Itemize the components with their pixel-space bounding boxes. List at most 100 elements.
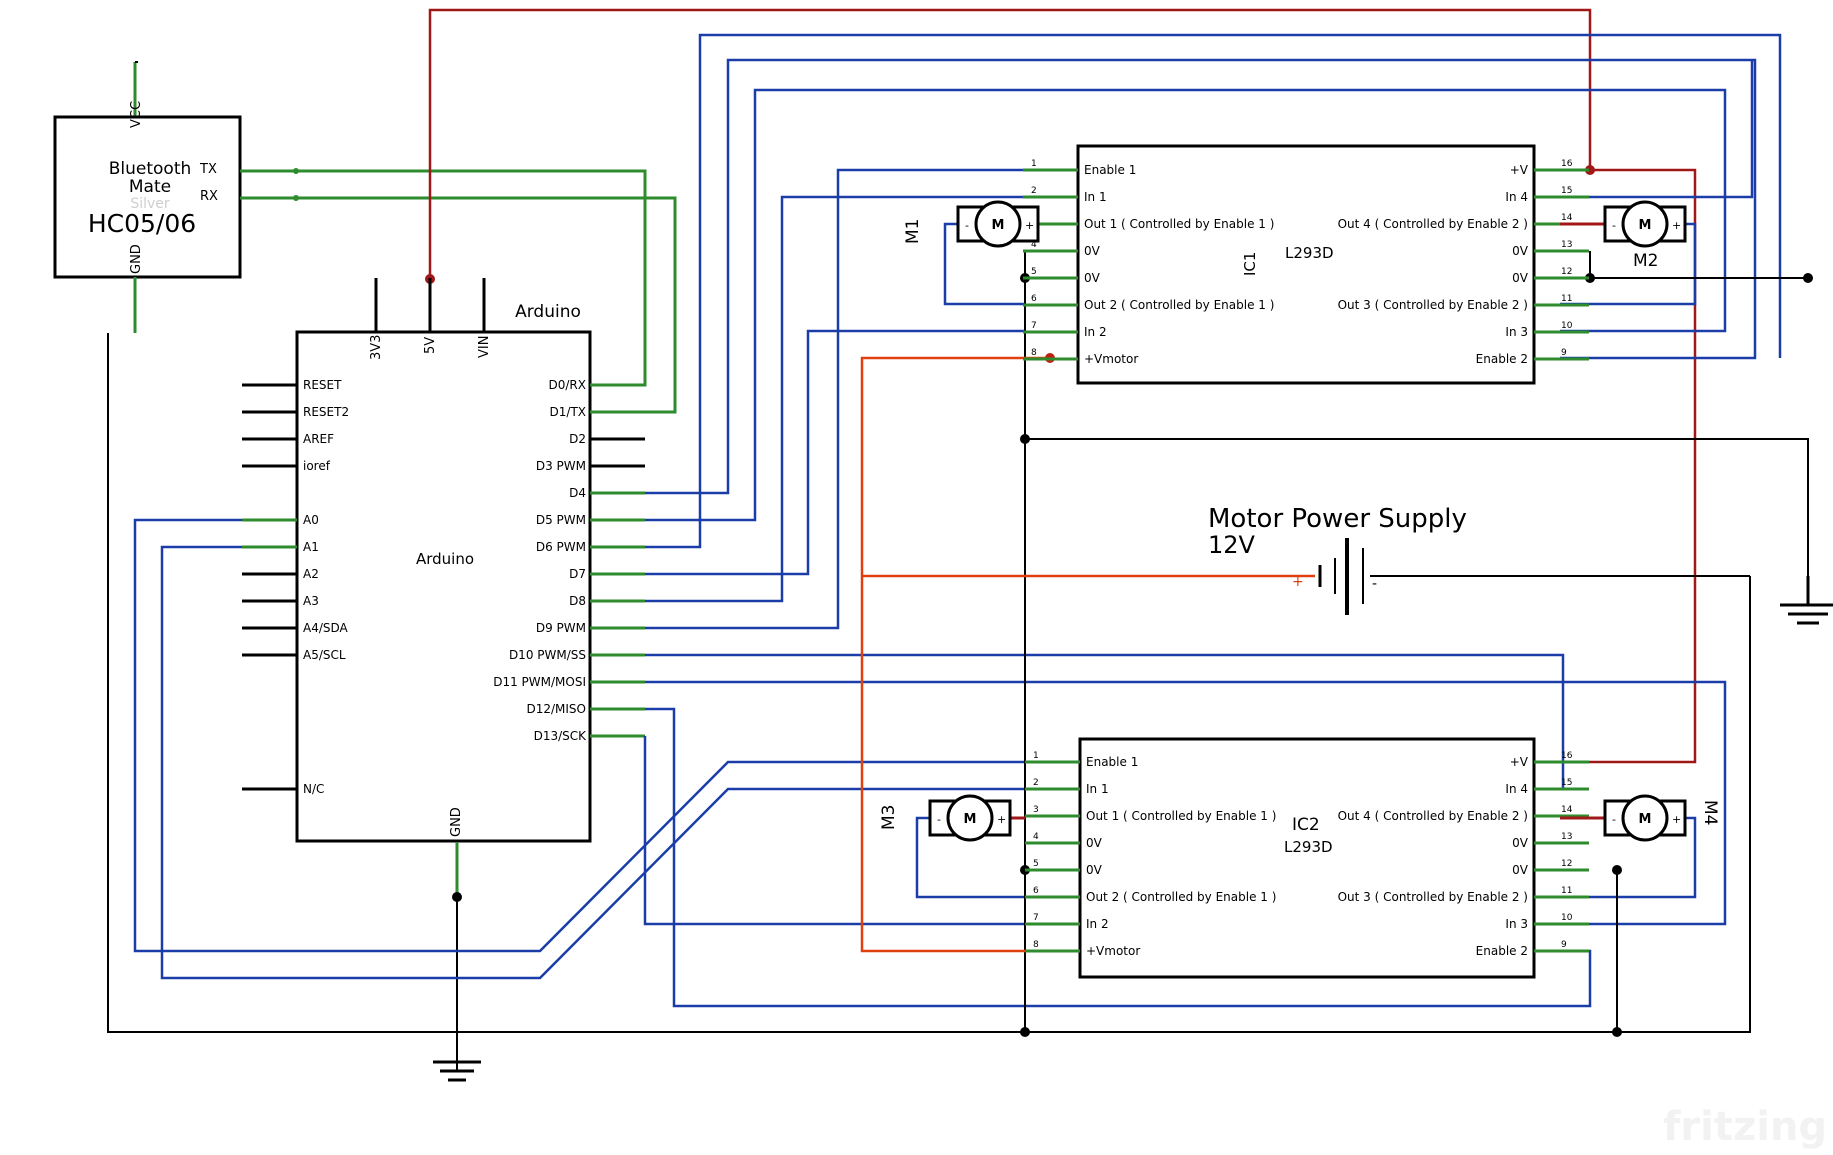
ic2-right-pin-num: 12 bbox=[1561, 859, 1572, 869]
motor-m4: M-+M4 bbox=[1560, 794, 1720, 842]
ic1-right-pin-label: Out 3 ( Controlled by Enable 2 ) bbox=[1338, 298, 1528, 312]
bt-model-label: HC05/06 bbox=[88, 209, 196, 238]
arduino-body bbox=[295, 330, 592, 843]
motor-label: M3 bbox=[879, 805, 899, 830]
ic2-left-pin-num: 7 bbox=[1033, 913, 1039, 923]
ic2-right-pin-label: In 4 bbox=[1505, 782, 1528, 796]
ic2-right-pin-num: 11 bbox=[1561, 886, 1572, 896]
ic1-right-pin-num: 16 bbox=[1561, 159, 1573, 169]
ic2-left-pin-label: 0V bbox=[1086, 836, 1103, 850]
arduino-left-pin-label: A0 bbox=[303, 513, 319, 527]
ic2-right-pin-label: In 3 bbox=[1505, 917, 1528, 931]
wire-m4-loop bbox=[1535, 816, 1697, 899]
arduino-right-pin-label: D5 PWM bbox=[536, 513, 586, 527]
5v-wire-ic2 bbox=[1590, 168, 1697, 764]
wire-d4-ic1-en2 bbox=[645, 58, 1757, 495]
power-supply-voltage: 12V bbox=[1208, 531, 1256, 559]
ground-ic1-bus bbox=[1025, 438, 1809, 576]
wire-d11-ic2-in3 bbox=[645, 680, 1727, 926]
ic1-left-pin-num: 7 bbox=[1031, 321, 1037, 331]
motor-plus: + bbox=[997, 813, 1006, 826]
ic2-right-pin-label: Out 4 ( Controlled by Enable 2 ) bbox=[1338, 809, 1528, 823]
ic1-left-pin-num: 8 bbox=[1031, 348, 1037, 358]
ic1-right-pin-num: 14 bbox=[1561, 213, 1573, 223]
wire-d5-ic1-in3 bbox=[645, 88, 1727, 522]
ic1-left-pin-label: In 1 bbox=[1084, 190, 1107, 204]
arduino-right-pin-label: D2 bbox=[569, 432, 586, 446]
motor-minus: - bbox=[937, 813, 941, 826]
ic2-left-pin-label: +Vmotor bbox=[1086, 944, 1140, 958]
ic2-body bbox=[1078, 737, 1536, 979]
ic1-name: IC1 bbox=[1241, 252, 1259, 276]
arduino-right-pin-label: D10 PWM/SS bbox=[509, 648, 586, 662]
ic2-left-pin-num: 6 bbox=[1033, 886, 1039, 896]
ic1-right-pin-label: 0V bbox=[1512, 271, 1529, 285]
ic1-left-pin-num: 5 bbox=[1031, 267, 1037, 277]
ic2-part: L293D bbox=[1284, 838, 1333, 856]
motor-plus: + bbox=[1672, 219, 1681, 232]
arduino-board: Arduino 3V3 5V VIN Arduino GND RESETRESE… bbox=[242, 278, 645, 1082]
arduino-center-label: Arduino bbox=[416, 550, 474, 568]
wire-d7-ic1-in2 bbox=[645, 329, 1025, 576]
arduino-left-pin-label: A2 bbox=[303, 567, 319, 581]
arduino-pin-5v: 5V bbox=[423, 337, 438, 354]
ic1-left-pin-label: 0V bbox=[1084, 271, 1101, 285]
ic1-left-pin-num: 1 bbox=[1031, 159, 1037, 169]
ground-net bbox=[107, 251, 1833, 1037]
ic2-left-pin-label: Out 2 ( Controlled by Enable 1 ) bbox=[1086, 890, 1276, 904]
ic1-right-pin-num: 11 bbox=[1561, 294, 1572, 304]
power-supply-title: Motor Power Supply bbox=[1208, 504, 1467, 534]
ic2-right-pin-label: 0V bbox=[1512, 836, 1529, 850]
ic1-left-pin-num: 6 bbox=[1031, 294, 1037, 304]
ic2-left-pin-num: 8 bbox=[1033, 940, 1039, 950]
arduino-left-pin-label: A1 bbox=[303, 540, 319, 554]
ic1-left-pin-label: Out 2 ( Controlled by Enable 1 ) bbox=[1084, 298, 1274, 312]
main-ground-symbol bbox=[1780, 576, 1833, 625]
ic2-left-pin-num: 2 bbox=[1033, 778, 1039, 788]
ic1-right-pin-num: 13 bbox=[1561, 240, 1572, 250]
arduino-right-pin-label: D8 bbox=[569, 594, 586, 608]
ic2-left-pin-num: 1 bbox=[1033, 751, 1039, 761]
ic1-right-pin-label: Out 4 ( Controlled by Enable 2 ) bbox=[1338, 217, 1528, 231]
ic2-right-pin-num: 15 bbox=[1561, 778, 1572, 788]
ic2-right-pin-num: 10 bbox=[1561, 913, 1573, 923]
ic1-left-pin-num: 4 bbox=[1031, 240, 1037, 250]
motor-label: M2 bbox=[1633, 251, 1658, 271]
wire-a0-ic2-en1 bbox=[133, 518, 1025, 953]
arduino-right-pin-label: D6 PWM bbox=[536, 540, 586, 554]
wire-m3-loop bbox=[915, 816, 1025, 899]
motor-symbol-label: M bbox=[1639, 812, 1652, 827]
arduino-pin-gnd: GND bbox=[449, 807, 464, 837]
motor-plus: + bbox=[1025, 219, 1034, 232]
ic1-left-pin-label: +Vmotor bbox=[1084, 352, 1138, 366]
ic2-right-pin-label: +V bbox=[1510, 755, 1529, 769]
ic1-left-pin-label: In 2 bbox=[1084, 325, 1107, 339]
ic2-left-pin-num: 3 bbox=[1033, 805, 1039, 815]
wire-d9-ic1-en1 bbox=[645, 168, 1025, 630]
battery-minus: - bbox=[1372, 576, 1377, 592]
battery-symbol: Motor Power Supply 12V + - bbox=[1208, 504, 1750, 615]
wire-m1-loop bbox=[943, 222, 1025, 306]
motor-label: M4 bbox=[1700, 800, 1720, 825]
ic2-right-pin-label: 0V bbox=[1512, 863, 1529, 877]
arduino-left-pin-label: AREF bbox=[303, 432, 334, 446]
ic2-left-pin-label: 0V bbox=[1086, 863, 1103, 877]
wire-ic1-in4 bbox=[1560, 60, 1754, 199]
arduino-left-pin-label: RESET bbox=[303, 378, 342, 392]
ic1-left-pin-label: Enable 1 bbox=[1084, 163, 1136, 177]
motor-m3: M-+M3 bbox=[879, 794, 1025, 842]
ic1-right-pin-label: In 4 bbox=[1505, 190, 1528, 204]
arduino-ground-symbol bbox=[433, 1060, 481, 1082]
arduino-right-pin-label: D4 bbox=[569, 486, 586, 500]
ic1-left-pin-num: 2 bbox=[1031, 186, 1037, 196]
ic2-left-pin-label: Out 1 ( Controlled by Enable 1 ) bbox=[1086, 809, 1276, 823]
fritzing-watermark: fritzing bbox=[1663, 1104, 1827, 1150]
arduino-right-pin-label: D11 PWM/MOSI bbox=[493, 675, 586, 689]
wire-d6-ic1-route bbox=[645, 33, 1782, 549]
motor-minus: - bbox=[1612, 813, 1616, 826]
arduino-left-pin-label: RESET2 bbox=[303, 405, 349, 419]
motor-m1: M-+M1 bbox=[903, 200, 1040, 248]
arduino-title: Arduino bbox=[515, 302, 581, 322]
ic2-left-pin-num: 5 bbox=[1033, 859, 1039, 869]
ic2-right-pin-num: 9 bbox=[1561, 940, 1567, 950]
